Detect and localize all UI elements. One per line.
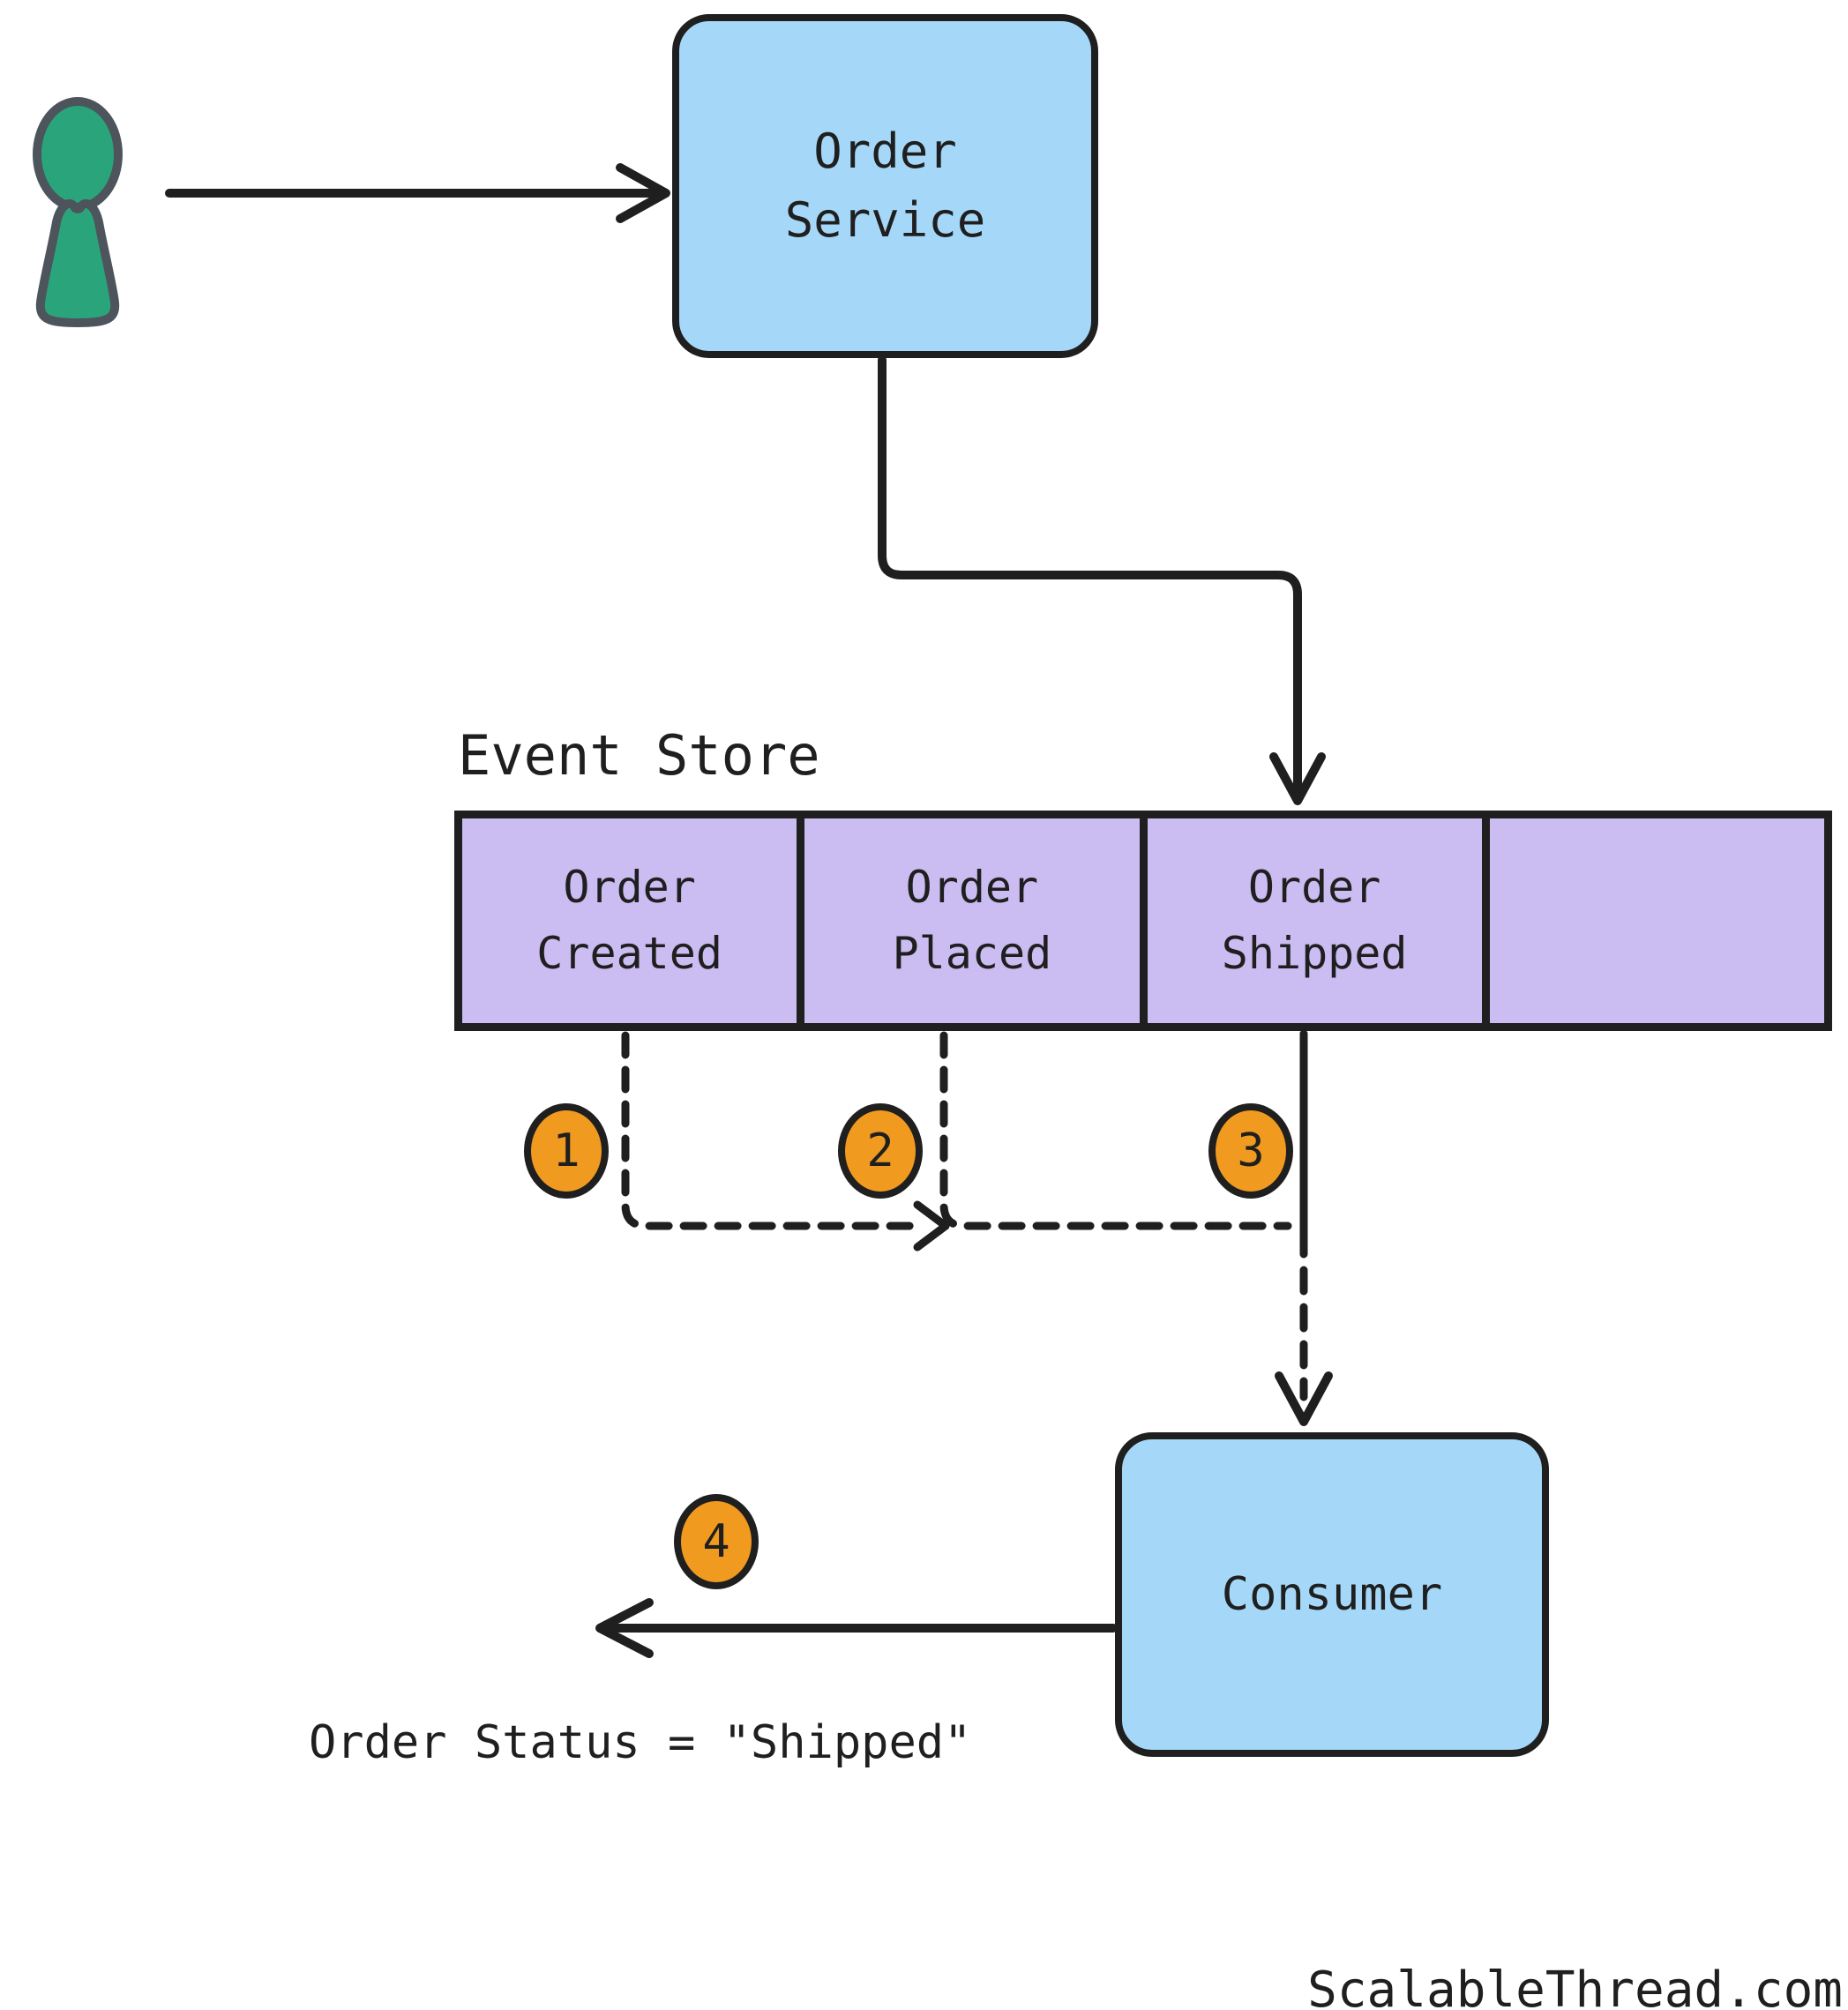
step-badge-1: 1 [524, 1103, 609, 1199]
step-number: 4 [702, 1515, 730, 1568]
step-number: 1 [552, 1125, 580, 1177]
event-cell-label: Order Created [536, 862, 722, 979]
step-number: 3 [1237, 1125, 1265, 1177]
event-store-strip: Order Created Order Placed Order Shipped [454, 811, 1832, 1031]
order-status-annotation: Order Status = "Shipped" [309, 1716, 972, 1769]
step-badge-4: 4 [674, 1494, 759, 1589]
step-badge-3: 3 [1208, 1103, 1293, 1199]
order-service-box: Order Service [672, 14, 1098, 358]
step-badge-2: 2 [838, 1103, 923, 1199]
service-to-store-arrowhead-icon [1269, 752, 1326, 805]
consumer-output-arrowhead-icon [595, 1598, 654, 1658]
event-cell-label: Order Placed [892, 862, 1052, 979]
consumer-box: Consumer [1115, 1432, 1549, 1757]
service-to-store-connector [878, 355, 1302, 798]
event-cell-empty [1481, 818, 1824, 1023]
event-cell-order-placed: Order Placed [797, 818, 1140, 1023]
store-to-consumer-arrowhead-icon [1275, 1371, 1333, 1426]
event-store-title: Event Store [458, 723, 820, 788]
event-cell-order-created: Order Created [462, 818, 797, 1023]
replay-dashed-arrow-2 [939, 1031, 1292, 1230]
step-number: 2 [866, 1125, 894, 1177]
watermark: ScalableThread.com [1307, 1961, 1843, 2010]
order-service-label: Order Service [784, 123, 986, 248]
replay-dashed-arrow-1 [621, 1031, 927, 1230]
person-icon [33, 97, 123, 327]
event-cell-label: Order Shipped [1221, 862, 1408, 979]
replay-arrowhead-1-icon [913, 1200, 950, 1252]
event-cell-order-shipped: Order Shipped [1139, 818, 1482, 1023]
user-to-service-arrowhead-icon [616, 163, 670, 223]
consumer-label: Consumer [1221, 1568, 1443, 1621]
